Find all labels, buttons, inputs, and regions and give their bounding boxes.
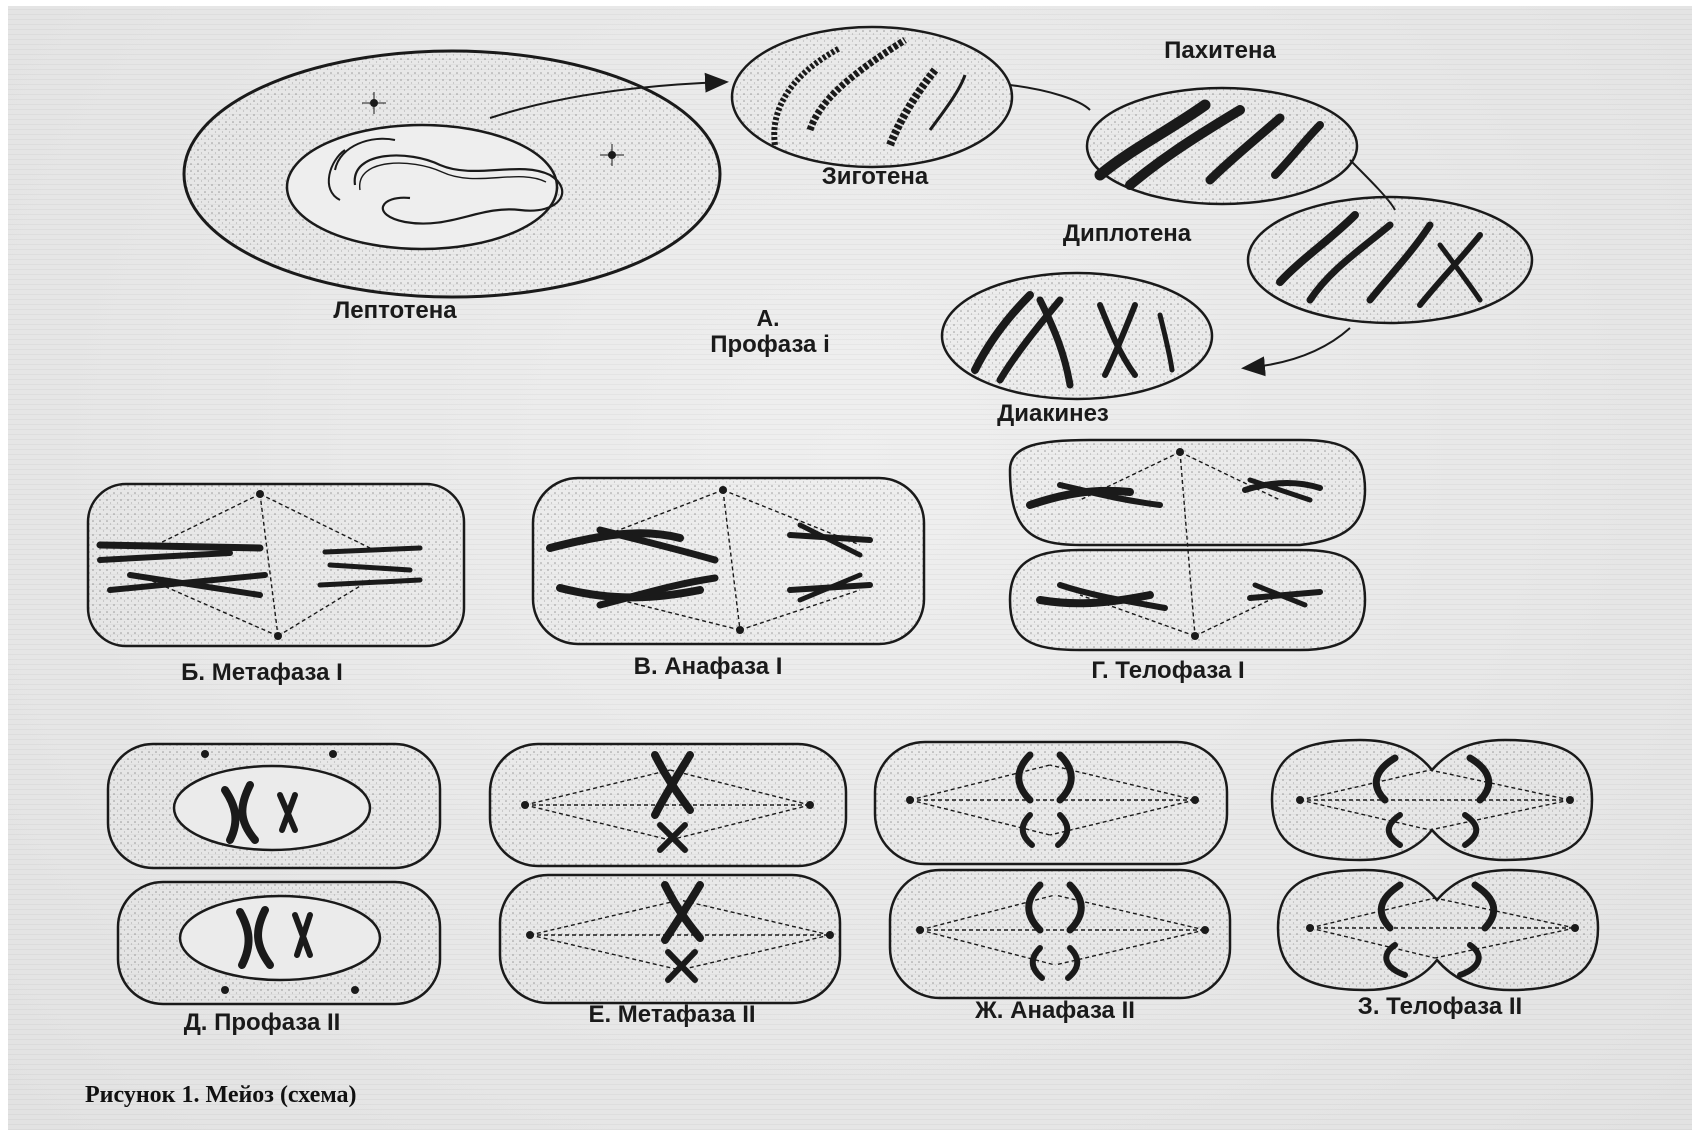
prophase-2-cell-top — [108, 744, 440, 868]
telophase-2-label: З. Телофаза II — [1358, 993, 1522, 1020]
meiosis-2-row: Д. Профаза II Е. Метафаза II Ж. Анафаза … — [108, 740, 1598, 1036]
transition-arrow — [1245, 328, 1350, 368]
metaphase-2-label: Е. Метафаза II — [588, 1001, 755, 1028]
prophase-1-label: Профаза i — [710, 331, 830, 358]
prophase-2-label: Д. Профаза II — [184, 1009, 341, 1036]
anaphase-2-cell-top — [875, 742, 1227, 864]
diakinesis-cell — [942, 273, 1212, 399]
anaphase-1-cell — [533, 478, 924, 644]
diplotene-cell — [1248, 197, 1532, 323]
zygotene-cell — [730, 0, 1014, 246]
figure-caption: Рисунок 1. Мейоз (схема) — [85, 1082, 357, 1108]
anaphase-2-cell-bottom — [890, 870, 1230, 998]
transition-arc — [1010, 85, 1090, 110]
anaphase-1-label: В. Анафаза I — [634, 653, 783, 680]
telophase-2-cell-bottom — [1278, 870, 1598, 990]
prophase-1-letter: А. — [757, 305, 780, 331]
diakinesis-label: Диакинез — [997, 400, 1109, 427]
metaphase-1-cell — [88, 484, 464, 646]
telophase-1-cell — [1010, 440, 1365, 650]
meiosis-1-row: Б. Метафаза I В. Анафаза I Г. Телофаза I — [88, 440, 1365, 686]
anaphase-2-label: Ж. Анафаза II — [974, 997, 1135, 1024]
metaphase-2-cell-bottom — [500, 875, 840, 1003]
zygotene-label: Зиготена — [822, 163, 929, 190]
pachytene-label: Пахитена — [1164, 37, 1276, 64]
prophase-2-cell-bottom — [118, 882, 440, 1004]
telophase-1-label: Г. Телофаза I — [1091, 657, 1244, 684]
leptotene-label: Лептотена — [333, 297, 457, 324]
diplotene-label: Диплотена — [1063, 220, 1192, 247]
prophase-1-group: Лептотена Зиготена Пахитена Диплотена Ди… — [184, 0, 1532, 427]
metaphase-2-cell-top — [490, 744, 846, 866]
metaphase-1-label: Б. Метафаза I — [181, 659, 343, 686]
telophase-2-cell-top — [1272, 740, 1592, 860]
